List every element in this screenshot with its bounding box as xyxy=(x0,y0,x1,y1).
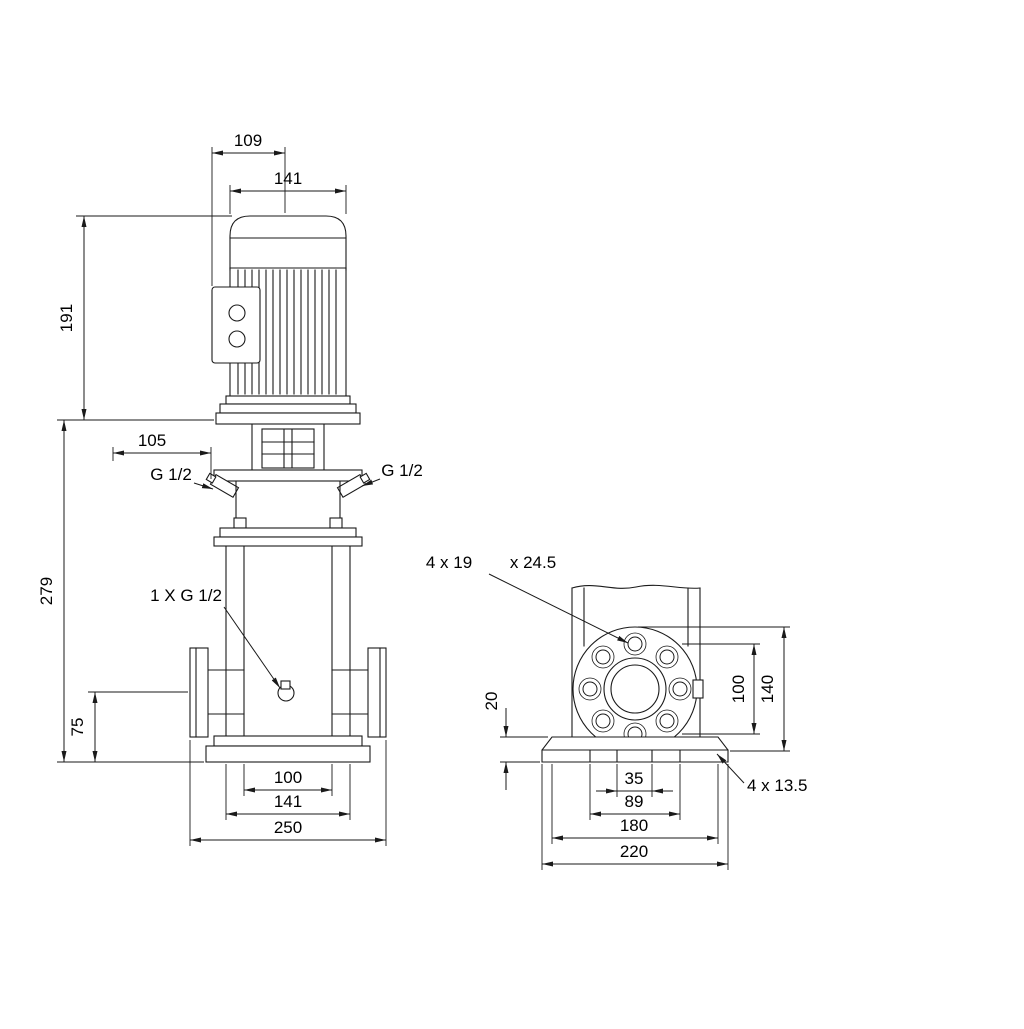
head-bolt-right xyxy=(329,517,343,529)
flange-holes-label: 4 x 19 xyxy=(426,553,472,572)
port-left-label: G 1/2 xyxy=(150,465,192,484)
motor-dome xyxy=(229,215,347,271)
pump-head xyxy=(205,469,371,547)
dim-100-front: 100 xyxy=(243,764,333,796)
label-port-left: G 1/2 xyxy=(150,465,214,490)
dim-109: 109 xyxy=(211,131,286,286)
body-break-line xyxy=(571,584,701,589)
motor-flange xyxy=(219,403,357,414)
head-plate xyxy=(213,469,363,482)
dim-20: 20 xyxy=(482,692,548,790)
front-view: 109 141 191 279 105 75 G 1/2 xyxy=(37,131,423,846)
dim-label-109: 109 xyxy=(234,131,262,150)
label-drain-port: 1 X G 1/2 xyxy=(150,586,281,689)
dim-89: 89 xyxy=(589,764,681,820)
dim-label-141-top: 141 xyxy=(274,169,302,188)
spotface-label: x 24.5 xyxy=(510,553,556,572)
dim-220: 220 xyxy=(541,764,729,870)
label-port-right: G 1/2 xyxy=(361,461,423,487)
dim-191: 191 xyxy=(57,215,232,420)
shaft xyxy=(283,428,293,469)
dim-label-140: 140 xyxy=(758,675,777,703)
head-bolt-left xyxy=(233,517,247,529)
flange-holes-leader xyxy=(488,573,629,644)
drain-leader xyxy=(223,606,281,689)
base-holes-label: 4 x 13.5 xyxy=(747,776,808,795)
suction-flange xyxy=(189,647,209,738)
dim-141-bottom: 141 xyxy=(225,764,351,820)
discharge-flange xyxy=(367,647,387,738)
motor-stool-coupling xyxy=(215,412,361,471)
side-view: 4 x 19 x 24.5 20 100 140 35 xyxy=(426,553,808,870)
base-slot-ticks xyxy=(589,749,681,763)
motor-end-ring xyxy=(225,395,351,405)
dim-label-89: 89 xyxy=(625,792,644,811)
dim-label-35: 35 xyxy=(625,769,644,788)
dim-100-side: 100 xyxy=(682,643,760,735)
dim-label-75: 75 xyxy=(68,718,87,737)
dim-label-220: 220 xyxy=(620,842,648,861)
cable-gland-top xyxy=(228,304,246,322)
drain-port-label: 1 X G 1/2 xyxy=(150,586,222,605)
dim-180: 180 xyxy=(551,764,719,844)
flange-face xyxy=(572,626,704,752)
side-plug xyxy=(692,679,704,699)
drain-plug-head xyxy=(280,680,291,690)
coupling-window xyxy=(261,428,315,469)
port-left-leader xyxy=(193,482,214,490)
dim-flange-holes: 4 x 19 x 24.5 xyxy=(426,553,629,644)
terminal-box xyxy=(211,286,261,364)
dim-105: 105 xyxy=(112,431,212,479)
dim-base-holes: 4 x 13.5 xyxy=(716,753,808,795)
port-right-leader xyxy=(361,478,381,487)
dim-140: 140 xyxy=(638,626,790,752)
dim-35: 35 xyxy=(596,764,673,797)
dim-75: 75 xyxy=(68,691,188,762)
body-bore-lines xyxy=(583,587,689,647)
dim-250: 250 xyxy=(189,740,387,846)
pump-body-side xyxy=(571,584,701,738)
port-right-label: G 1/2 xyxy=(381,461,423,480)
dim-141-top: 141 xyxy=(229,169,347,214)
motor-stool-plate xyxy=(215,412,361,425)
dim-label-191: 191 xyxy=(57,304,76,332)
dim-label-250: 250 xyxy=(274,818,302,837)
dim-label-279: 279 xyxy=(37,577,56,605)
cable-gland-bottom xyxy=(228,330,246,348)
dim-label-105: 105 xyxy=(138,431,166,450)
flange-bore xyxy=(610,664,660,714)
dim-label-100-front: 100 xyxy=(274,768,302,787)
base-holes-leader xyxy=(716,753,745,784)
base-plate-side xyxy=(541,736,729,763)
chamber-stack xyxy=(207,545,369,737)
dim-label-100-side: 100 xyxy=(729,675,748,703)
base-plate-front xyxy=(205,735,371,763)
dim-label-20: 20 xyxy=(482,692,501,711)
dim-label-141-bottom: 141 xyxy=(274,792,302,811)
dim-279: 279 xyxy=(37,419,214,763)
port-pipes xyxy=(207,669,369,715)
dim-label-180: 180 xyxy=(620,816,648,835)
